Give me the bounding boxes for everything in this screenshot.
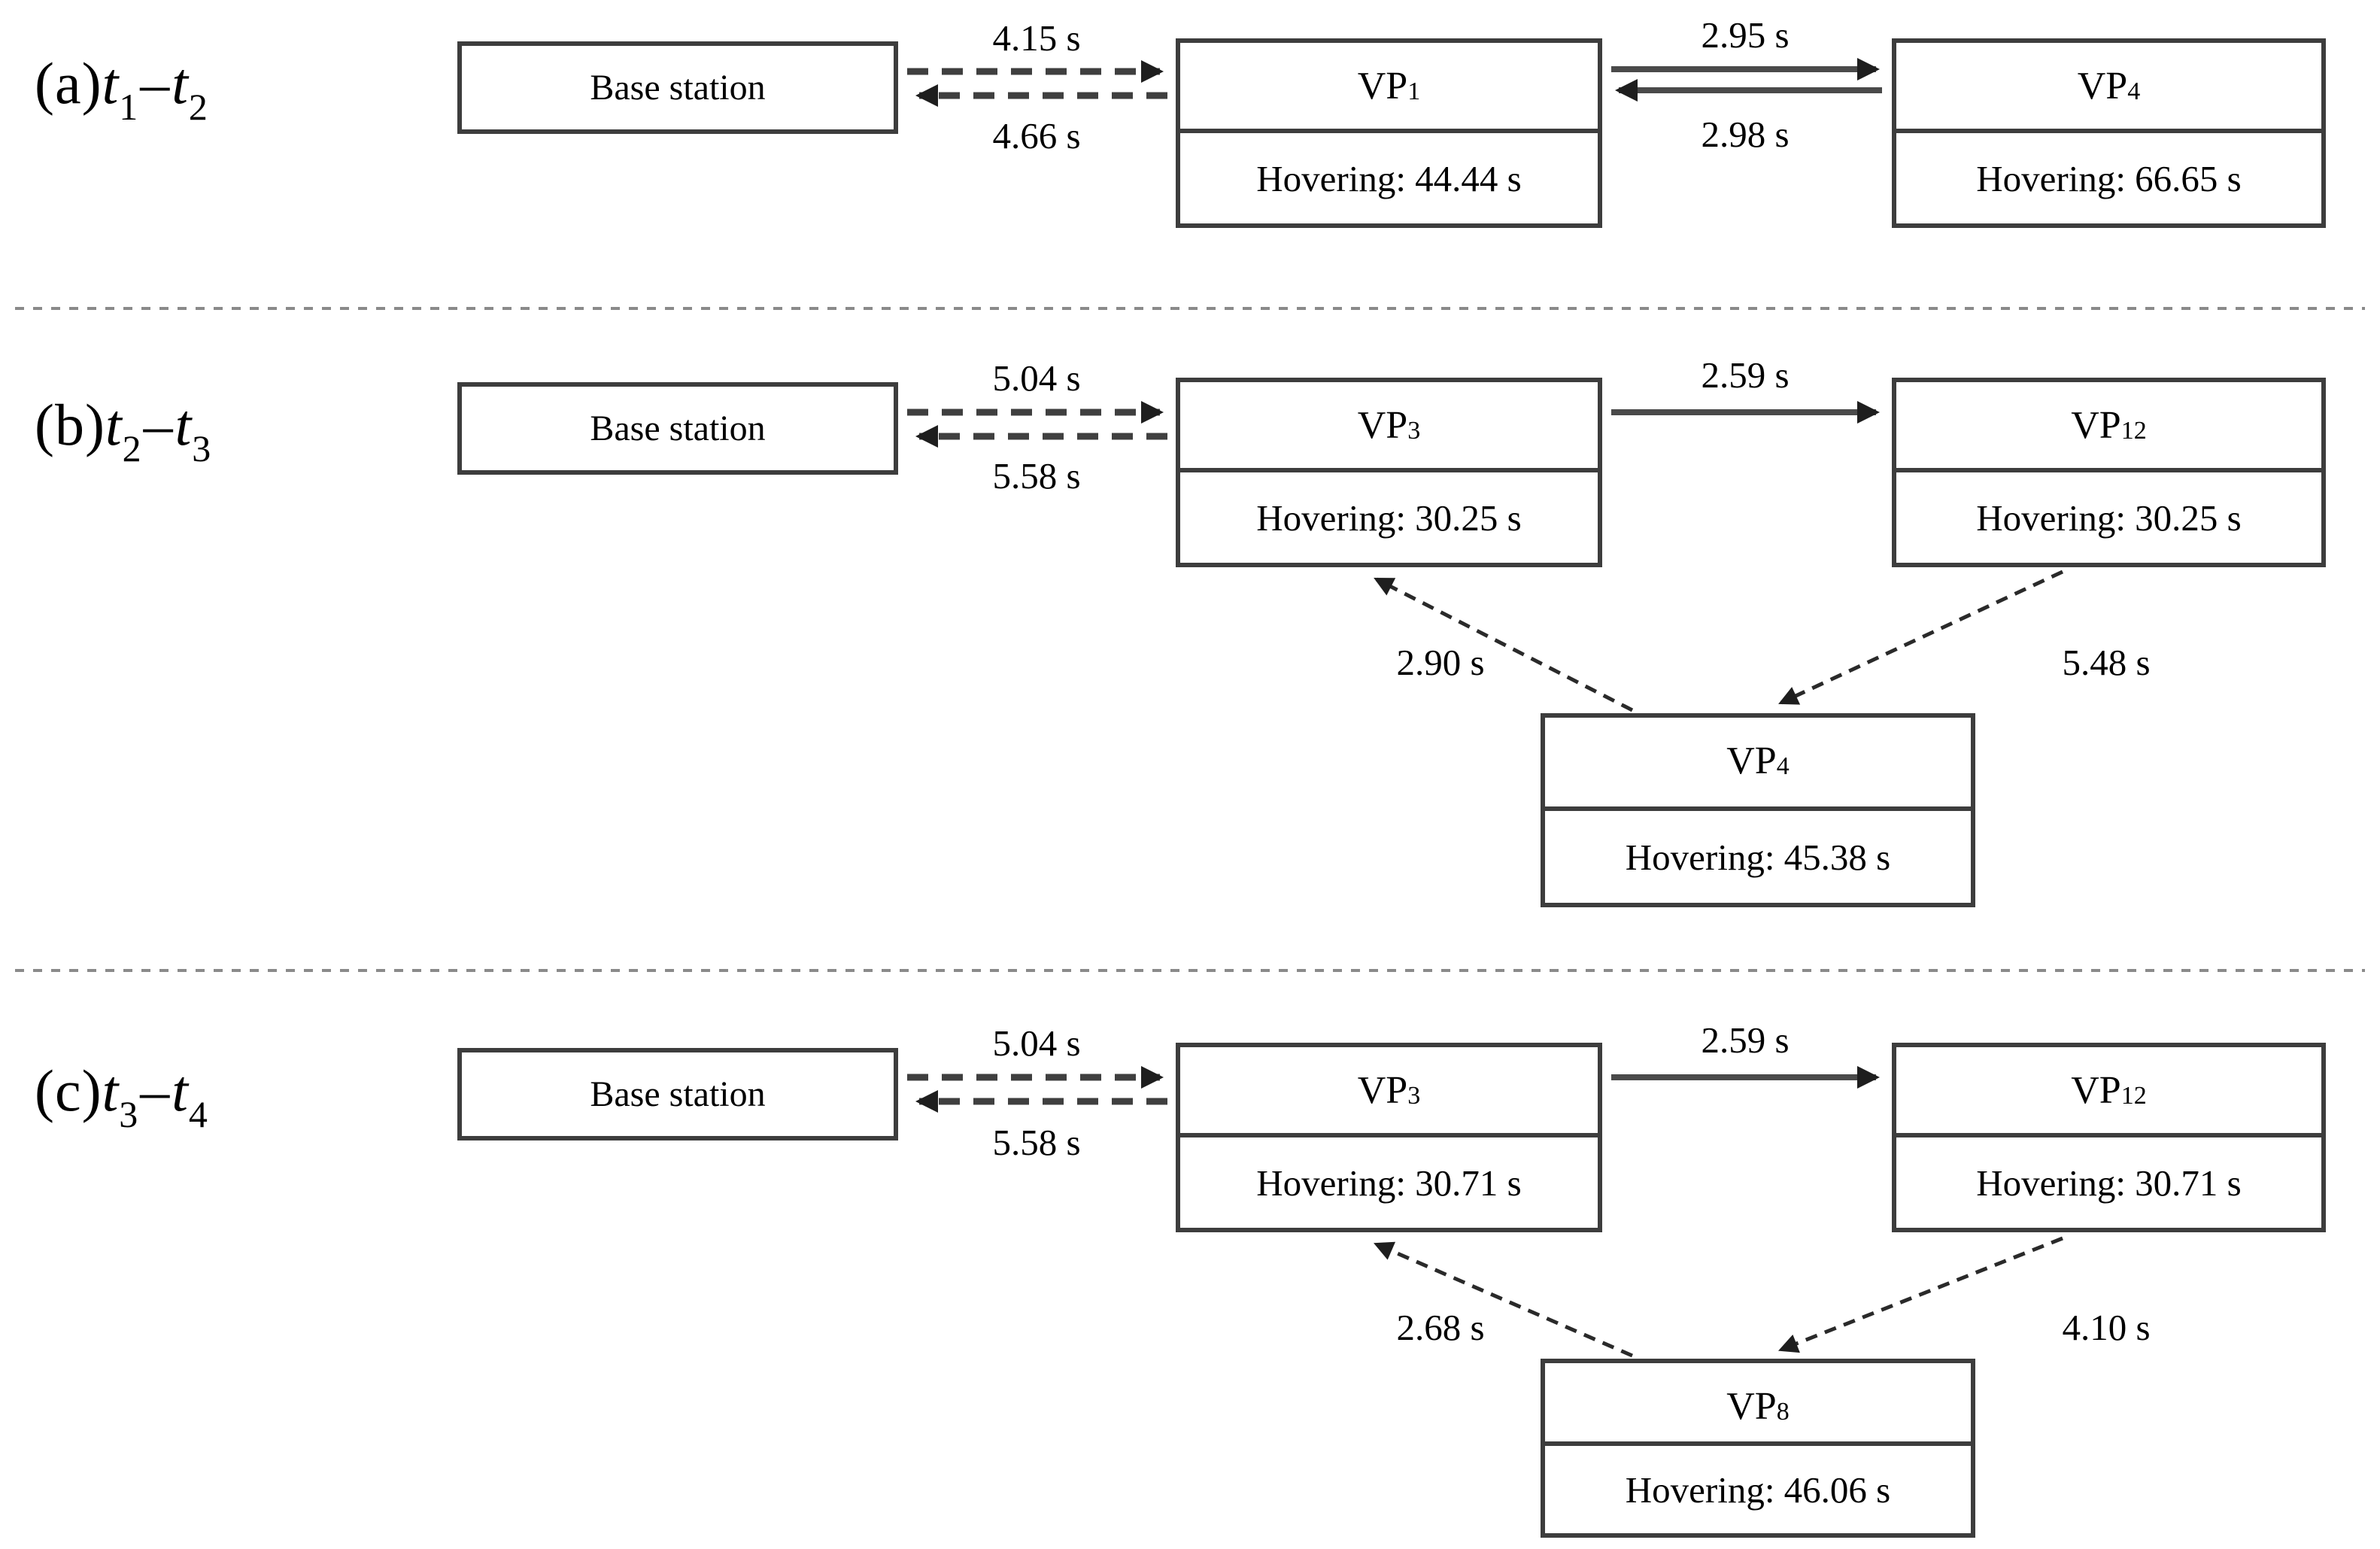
panel-b-t2-sub: 3: [192, 427, 212, 469]
time-label-vp12-to-vp4: 5.48 s: [2062, 642, 2151, 683]
time-label-vp12-to-vp8: 4.10 s: [2062, 1307, 2151, 1348]
vp-sub: 8: [1776, 1398, 1790, 1426]
panel-a-t1-sub: 1: [119, 86, 139, 128]
vp12-hovering-b: Hovering: 30.25 s: [1896, 468, 2321, 563]
vp-name: VP: [2071, 404, 2121, 447]
base-station-label-b: Base station: [590, 409, 766, 448]
vp-sub: 1: [1407, 77, 1421, 105]
time-label-vp3-to-vp12-c: 2.59 s: [1701, 1019, 1790, 1061]
panel-b-t1-sub: 2: [122, 427, 142, 469]
panel-a-t2-sub: 2: [188, 86, 208, 128]
panel-a-dash: –: [140, 50, 171, 116]
panel-a-t2: t: [172, 50, 189, 116]
vp8-hovering: Hovering: 46.06 s: [1545, 1441, 1971, 1533]
vp-name: VP: [1726, 740, 1777, 782]
vp-sub: 12: [2120, 1082, 2147, 1110]
time-label-vp4-to-vp1: 2.98 s: [1701, 114, 1790, 155]
vp-sub: 3: [1407, 417, 1421, 445]
vp12-to-vp4-diagonal-arrow: [1778, 569, 2064, 705]
panel-b-t2: t: [175, 392, 193, 457]
vp-sub: 12: [2120, 417, 2147, 445]
vp-name: VP: [2071, 1069, 2121, 1112]
base-station-node-b: Base station: [457, 382, 898, 475]
time-label-vp3-to-base-c: 5.58 s: [992, 1122, 1081, 1163]
vp4-to-vp3-diagonal-arrow: [1374, 577, 1634, 712]
panel-b-label: (b)t2–t3: [35, 391, 211, 469]
vp-sub: 4: [2127, 77, 2141, 105]
base-station-node-a: Base station: [457, 41, 898, 134]
panel-a-label: (a)t1–t2: [35, 50, 208, 128]
panel-c-dash: –: [140, 1058, 171, 1123]
vp-name: VP: [1726, 1385, 1777, 1428]
vp12-to-vp8-diagonal-arrow: [1777, 1236, 2063, 1353]
vp-sub: 4: [1776, 752, 1790, 780]
time-label-vp3-to-vp12-b: 2.59 s: [1701, 354, 1790, 396]
panel-c-index: (c): [35, 1058, 102, 1123]
base-station-node-c: Base station: [457, 1048, 898, 1140]
panel-c-t1: t: [102, 1058, 120, 1123]
vp4-hovering-b: Hovering: 45.38 s: [1545, 806, 1971, 903]
base-station-label-c: Base station: [590, 1074, 766, 1114]
panel-a-index: (a): [35, 50, 102, 116]
vp4-hovering-a: Hovering: 66.65 s: [1896, 129, 2321, 223]
vp-name: VP: [1357, 1069, 1408, 1112]
panel-c-label: (c)t3–t4: [35, 1057, 208, 1135]
time-label-base-to-vp3-b: 5.04 s: [992, 357, 1081, 399]
time-label-base-to-vp1: 4.15 s: [992, 17, 1081, 59]
vp-name: VP: [1357, 65, 1408, 108]
vp8-to-vp3-diagonal-arrow: [1374, 1241, 1633, 1358]
vp3-hovering-c: Hovering: 30.71 s: [1180, 1133, 1598, 1228]
vp-sub: 3: [1407, 1082, 1421, 1110]
panel-c-t2-sub: 4: [188, 1093, 208, 1135]
vp3-hovering-b: Hovering: 30.25 s: [1180, 468, 1598, 563]
vp-name: VP: [1357, 404, 1408, 447]
time-label-vp3-to-base-b: 5.58 s: [992, 455, 1081, 497]
vp12-hovering-c: Hovering: 30.71 s: [1896, 1133, 2321, 1228]
time-label-vp1-to-base: 4.66 s: [992, 115, 1081, 156]
base-station-label-a: Base station: [590, 68, 766, 108]
time-label-base-to-vp3-c: 5.04 s: [992, 1022, 1081, 1064]
vp1-hovering: Hovering: 44.44 s: [1180, 129, 1598, 223]
time-label-vp8-to-vp3: 2.68 s: [1396, 1307, 1485, 1348]
panel-b-index: (b): [35, 392, 105, 457]
time-label-vp1-to-vp4: 2.95 s: [1701, 14, 1790, 56]
time-label-vp4-to-vp3: 2.90 s: [1396, 642, 1485, 683]
panel-a-t1: t: [102, 50, 120, 116]
panel-c-t2: t: [172, 1058, 189, 1123]
panel-c-t1-sub: 3: [119, 1093, 139, 1135]
panel-b-dash: –: [143, 392, 174, 457]
panel-b-t1: t: [105, 392, 123, 457]
vp-name: VP: [2077, 65, 2128, 108]
